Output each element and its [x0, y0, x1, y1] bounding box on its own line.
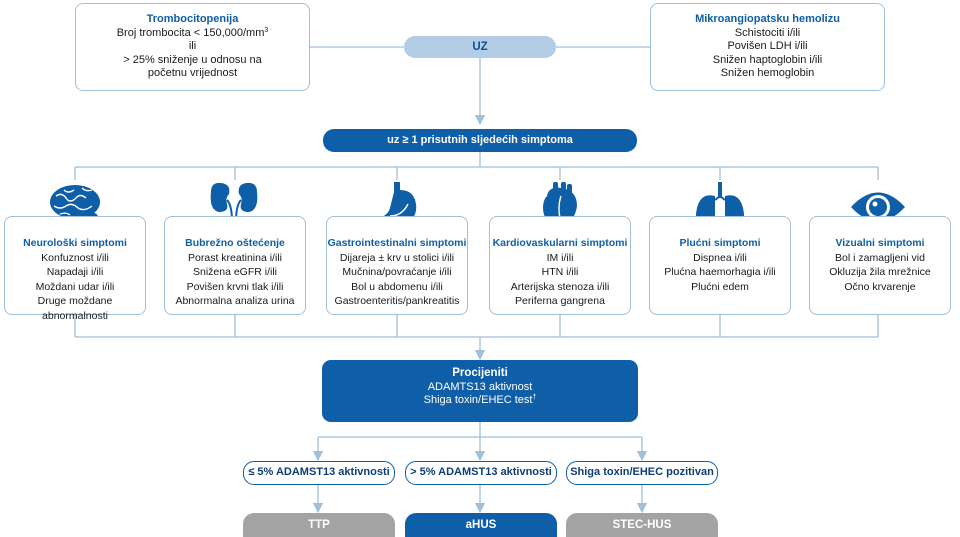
- eye-icon: [851, 192, 905, 222]
- criteria-pill-low-adamts13: ≤ 5% ADAMST13 aktivnosti: [243, 461, 395, 485]
- category-item: Dispnea i/ili: [693, 251, 747, 264]
- hemolysis-line: Schistociti i/ili: [734, 26, 801, 39]
- category-item: Plućna haemorhagia i/ili: [664, 266, 776, 279]
- thrombocytopenia-title: Trombocitopenija: [146, 13, 239, 25]
- evaluate-title: Procijeniti: [452, 367, 508, 379]
- thrombocytopenia-line1: Broj trombocita < 150,000/mm3: [116, 26, 269, 39]
- category-item: Moždani udar i/ili: [35, 280, 115, 293]
- category-item: Periferna gangrena: [515, 295, 605, 308]
- outcome-ahus: aHUS: [405, 513, 557, 537]
- hemolysis-title: Mikroangiopatsku hemolizu: [695, 13, 840, 25]
- category-title: Vizualni simptomi: [835, 237, 925, 249]
- category-item: Druge moždane abnormalnosti: [37, 295, 113, 322]
- category-item: Konfuznost i/ili: [41, 251, 109, 264]
- category-neurological: Neurološki simptomi Konfuznost i/ili Nap…: [4, 216, 146, 322]
- hemolysis-line: Povišen LDH i/ili: [727, 40, 808, 53]
- category-item: Arterijska stenoza i/ili: [510, 280, 610, 293]
- outcome-ttp: TTP: [243, 513, 395, 537]
- thrombocytopenia-line4: početnu vrijednost: [147, 67, 238, 80]
- category-item: Napadaji i/ili: [46, 266, 104, 279]
- evaluate-line2: Shiga toxin/EHEC test†: [423, 394, 537, 407]
- category-item: Plućni edem: [691, 280, 749, 293]
- thrombocytopenia-box: Trombocitopenija Broj trombocita < 150,0…: [75, 3, 310, 91]
- category-item: Povišen krvni tlak i/ili: [186, 280, 284, 293]
- category-item: Mučnina/povraćanje i/ili: [342, 266, 452, 279]
- category-item: IM i/ili: [546, 251, 574, 264]
- kidneys-icon: [210, 182, 258, 231]
- outcome-stec-hus: STEC-HUS: [566, 513, 718, 537]
- category-item: Porast kreatinina i/ili: [188, 251, 282, 264]
- category-item: Očno krvarenje: [844, 280, 916, 293]
- evaluate-box: Procijeniti ADAMTS13 aktivnost Shiga tox…: [322, 360, 638, 422]
- category-gastrointestinal: Gastrointestinalni simptomi Dijareja ± k…: [326, 216, 468, 315]
- evaluate-line1: ADAMTS13 aktivnost: [427, 380, 533, 393]
- category-visual: Vizualni simptomi Bol i zamagljeni vid O…: [809, 216, 951, 315]
- category-item: Abnormalna analiza urina: [175, 295, 295, 308]
- hemolysis-box: Mikroangiopatsku hemolizu Schistociti i/…: [650, 3, 885, 91]
- category-title: Kardiovaskularni simptomi: [492, 237, 628, 249]
- category-title: Plućni simptomi: [679, 237, 761, 249]
- category-item: Snižena eGFR i/ili: [192, 266, 278, 279]
- thrombocytopenia-line3: > 25% sniženje u odnosu na: [123, 53, 262, 66]
- category-cardiovascular: Kardiovaskularni simptomi IM i/ili HTN i…: [489, 216, 631, 315]
- category-item: Bol i zamagljeni vid: [835, 251, 925, 264]
- criteria-pill-shiga-positive: Shiga toxin/EHEC pozitivan: [566, 461, 718, 485]
- uz-pill: UZ: [404, 36, 556, 58]
- category-item: Gastroenteritis/pankreatitis: [334, 295, 460, 308]
- category-title: Neurološki simptomi: [23, 237, 127, 249]
- category-item: Okluzija žila mrežnice: [829, 266, 931, 279]
- category-pulmonary: Plućni simptomi Dispnea i/ili Plućna hae…: [649, 216, 791, 315]
- category-item: HTN i/ili: [541, 266, 579, 279]
- hemolysis-line: Snižen haptoglobin i/ili: [712, 53, 823, 66]
- thrombocytopenia-line2: ili: [188, 40, 197, 53]
- symptoms-pill: uz ≥ 1 prisutnih sljedećih simptoma: [323, 129, 637, 152]
- category-title: Bubrežno oštećenje: [185, 237, 285, 249]
- hemolysis-line: Snižen hemoglobin: [720, 67, 815, 80]
- criteria-pill-high-adamts13: > 5% ADAMST13 aktivnosti: [405, 461, 557, 485]
- category-item: Bol u abdomenu i/ili: [351, 280, 443, 293]
- category-title: Gastrointestinalni simptomi: [327, 237, 467, 249]
- category-item: Dijareja ± krv u stolici i/ili: [339, 251, 455, 264]
- category-renal: Bubrežno oštećenje Porast kreatinina i/i…: [164, 216, 306, 315]
